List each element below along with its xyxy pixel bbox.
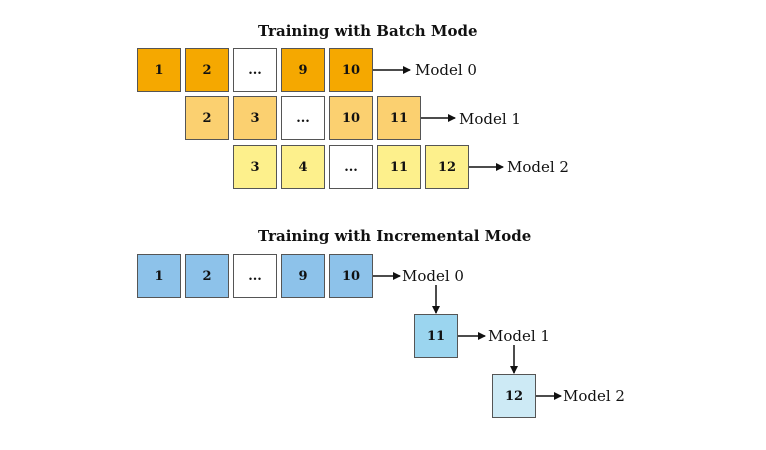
batch-model1-label: Model 1 <box>459 110 521 128</box>
batch-row0-box-ellipsis: ... <box>233 48 277 92</box>
batch-model0-label: Model 0 <box>415 61 477 79</box>
inc-row0-box-9: 9 <box>281 254 325 298</box>
inc-row0-box-10: 10 <box>329 254 373 298</box>
batch-row1-box-11: 11 <box>377 96 421 140</box>
inc-step1-box-11: 11 <box>414 314 458 358</box>
batch-row0-box-9: 9 <box>281 48 325 92</box>
batch-row0-box-10: 10 <box>329 48 373 92</box>
batch-row1-box-3: 3 <box>233 96 277 140</box>
incremental-mode-title: Training with Incremental Mode <box>258 227 532 245</box>
inc-model0-label: Model 0 <box>402 267 464 285</box>
batch-model2-label: Model 2 <box>507 158 569 176</box>
inc-step2-box-12: 12 <box>492 374 536 418</box>
batch-row1-box-ellipsis: ... <box>281 96 325 140</box>
batch-row1-box-10: 10 <box>329 96 373 140</box>
batch-row2-box-ellipsis: ... <box>329 145 373 189</box>
batch-row2-box-4: 4 <box>281 145 325 189</box>
inc-row0-box-ellipsis: ... <box>233 254 277 298</box>
inc-row0-box-2: 2 <box>185 254 229 298</box>
batch-row1-box-2: 2 <box>185 96 229 140</box>
batch-row2-box-11: 11 <box>377 145 421 189</box>
batch-row2-box-12: 12 <box>425 145 469 189</box>
inc-model2-label: Model 2 <box>563 387 625 405</box>
batch-row2-box-3: 3 <box>233 145 277 189</box>
batch-mode-title: Training with Batch Mode <box>258 22 478 40</box>
inc-model1-label: Model 1 <box>488 327 550 345</box>
batch-row0-box-1: 1 <box>137 48 181 92</box>
inc-row0-box-1: 1 <box>137 254 181 298</box>
batch-row0-box-2: 2 <box>185 48 229 92</box>
